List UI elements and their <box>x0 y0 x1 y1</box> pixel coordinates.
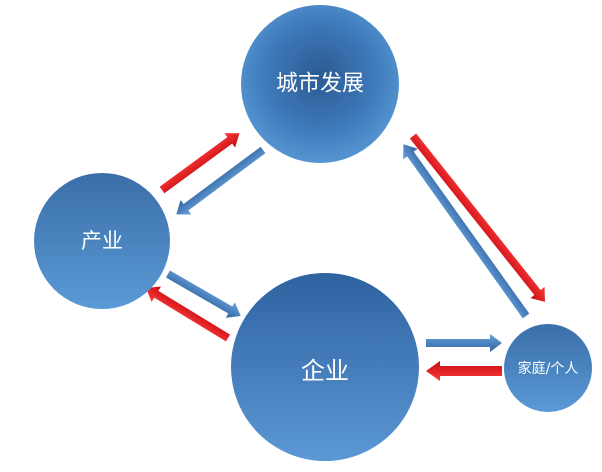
arrow-industry-to-city <box>159 133 240 194</box>
node-city-label: 城市发展 <box>276 72 364 97</box>
node-industry-label: 产业 <box>81 229 123 253</box>
node-city-development: 城市发展 <box>241 5 399 163</box>
arrow-city-to-household <box>409 133 545 302</box>
node-household-label: 家庭/个人 <box>518 360 579 377</box>
arrow-industry-to-enterprise <box>166 270 241 318</box>
arrow-enterprise-to-industry <box>146 286 231 342</box>
arrow-household-to-enterprise <box>426 361 502 381</box>
node-industry: 产业 <box>34 173 170 309</box>
arrow-city-to-industry <box>176 146 266 215</box>
node-enterprise-label: 企业 <box>301 357 349 385</box>
node-enterprise: 企业 <box>231 273 419 461</box>
arrow-household-to-city <box>403 144 530 319</box>
arrow-enterprise-to-household <box>426 334 502 352</box>
node-household-individual: 家庭/个人 <box>504 324 592 412</box>
